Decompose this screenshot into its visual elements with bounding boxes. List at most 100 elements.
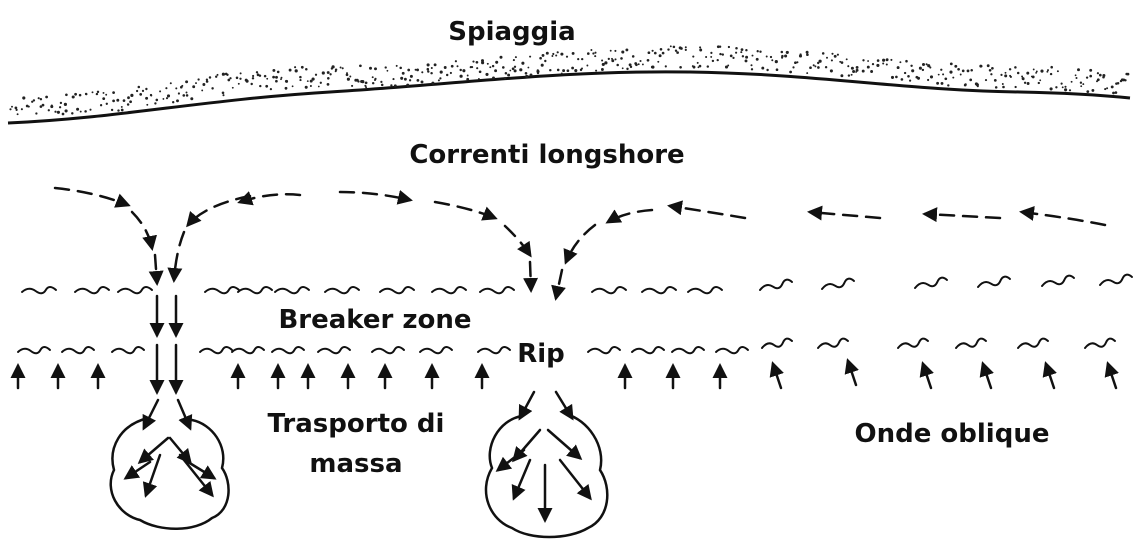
sand-grain	[831, 53, 833, 55]
sand-grain	[431, 82, 434, 85]
sand-grain	[275, 76, 278, 79]
sand-grain	[752, 55, 754, 57]
sand-grain	[62, 113, 65, 116]
sand-grain	[481, 59, 484, 62]
sand-grain	[1050, 87, 1053, 90]
sand-grain	[394, 84, 397, 87]
sand-grain	[190, 97, 193, 100]
sand-grain	[186, 92, 188, 94]
longshore-arrow	[1022, 212, 1105, 225]
sand-grain	[985, 79, 987, 81]
sand-grain	[735, 52, 737, 54]
sand-grain	[876, 64, 879, 67]
sand-grain	[434, 63, 437, 66]
sand-grain	[60, 102, 62, 104]
sand-grain	[742, 55, 744, 57]
wave-crest	[642, 287, 676, 293]
sand-grain	[494, 69, 497, 72]
wave-crest	[478, 347, 510, 353]
oblique-arrow	[1046, 364, 1054, 388]
sand-grain	[1000, 74, 1002, 76]
sand-grain	[92, 91, 94, 93]
sand-grain	[222, 73, 225, 76]
sand-grain	[84, 110, 87, 113]
sand-grain	[667, 48, 669, 50]
sand-grain	[1002, 83, 1004, 85]
sand-grain	[9, 108, 11, 110]
sand-grain	[806, 51, 809, 54]
sand-grain	[1009, 68, 1011, 70]
sand-grain	[500, 56, 503, 59]
sand-grain	[427, 63, 430, 66]
sand-grain	[616, 64, 619, 67]
sand-grain	[929, 66, 931, 68]
longshore-arrow	[925, 214, 1000, 218]
sand-grain	[757, 50, 759, 52]
sand-grain	[121, 106, 123, 108]
sand-grain	[182, 94, 185, 97]
sand-grain	[80, 111, 82, 113]
rip-head-arrow	[126, 462, 150, 478]
sand-grain	[136, 90, 138, 92]
sand-grain	[54, 111, 56, 113]
sand-grain	[562, 69, 565, 72]
sand-grain	[1057, 70, 1059, 72]
sand-grain	[402, 72, 405, 75]
sand-grain	[400, 77, 403, 80]
sand-grain	[455, 60, 457, 62]
sand-grain	[381, 84, 384, 87]
sand-grain	[776, 68, 779, 71]
sand-grain	[250, 83, 252, 85]
sand-grain	[927, 79, 929, 81]
sand-grain	[1080, 85, 1082, 87]
sand-grain	[647, 59, 650, 62]
sand-grain	[806, 53, 809, 56]
sand-grain	[89, 109, 91, 111]
sand-grain	[962, 70, 965, 73]
sand-grain	[660, 48, 663, 51]
rip-label: Rip	[517, 339, 565, 369]
sand-grain	[851, 67, 854, 70]
sand-grain	[327, 83, 330, 86]
sand-grain	[180, 86, 183, 89]
sand-grain	[217, 74, 219, 76]
rip-head-arrow	[548, 430, 580, 458]
sand-grain	[717, 59, 719, 61]
sand-grain	[1064, 88, 1067, 91]
sand-grain	[349, 76, 351, 78]
sand-grain	[952, 77, 954, 79]
sand-grain	[1055, 86, 1057, 88]
sand-grain	[102, 97, 105, 100]
sand-grain	[374, 67, 377, 70]
sand-grain	[735, 47, 738, 50]
sand-grain	[150, 95, 152, 97]
sand-grain	[634, 62, 637, 65]
sand-grain	[822, 52, 825, 55]
sand-grain	[342, 67, 344, 69]
sand-grain	[837, 54, 839, 56]
sand-grain	[129, 100, 132, 103]
sand-grain	[478, 78, 480, 80]
sand-grain	[766, 69, 768, 71]
sand-grain	[172, 101, 174, 103]
sand-grain	[1086, 76, 1088, 78]
sand-grain	[941, 82, 944, 85]
sand-grain	[730, 55, 733, 58]
wave-crest	[275, 287, 309, 293]
sand-grain	[106, 103, 108, 105]
sand-grain	[57, 111, 60, 114]
sand-grain	[901, 78, 904, 81]
sand-grain	[799, 54, 802, 57]
sand-grain	[439, 77, 441, 79]
sand-grain	[1022, 77, 1025, 80]
sand-grain	[840, 74, 843, 77]
sand-grain	[505, 72, 508, 75]
sand-grain	[340, 67, 342, 69]
sand-grain	[322, 71, 325, 74]
sand-grain	[145, 97, 148, 100]
sand-grain	[272, 76, 275, 79]
sand-grain	[525, 75, 528, 78]
sand-grain	[1004, 74, 1007, 77]
sand-grain	[1069, 89, 1071, 91]
sand-grain	[1075, 77, 1077, 79]
